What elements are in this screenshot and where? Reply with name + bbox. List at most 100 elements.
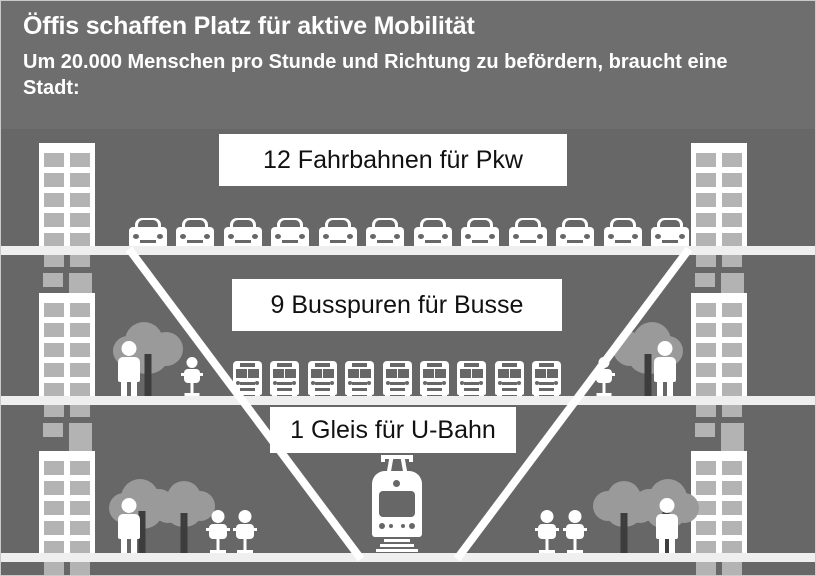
car-front-icon [413,215,452,247]
car-grille [614,240,631,243]
bus-grille [426,382,442,385]
car-headlight [394,234,401,239]
bus-window [310,369,322,378]
car-headlight [512,234,519,239]
building-window [70,403,90,417]
building-icon [39,451,95,575]
cyclist-icon [181,357,203,396]
car-windshield [375,220,396,230]
building-window [44,343,64,357]
building-window [722,461,742,475]
building-window [696,233,716,247]
building-icon [691,451,747,575]
building-window [722,363,742,377]
car-headlight [251,234,258,239]
bus-wheel [367,394,373,397]
building-window [694,273,715,287]
car-grille [472,240,489,243]
building-window [44,521,64,535]
building-window [722,323,742,337]
building-window [694,423,715,437]
car-windshield [612,220,633,230]
car-grille [567,240,584,243]
car-headlight [560,234,567,239]
car-headlight [275,234,282,239]
cyclist-arm [563,528,587,531]
car-body [318,227,357,247]
car-grille [140,240,156,243]
pedestrian-torso [118,357,140,382]
building-window [70,193,90,207]
bus-grille [277,382,293,385]
building-window [44,233,64,247]
bus-headlight [255,381,259,385]
tree-trunk [644,354,652,396]
pedestrian-leg [121,537,127,553]
bus-bumper [501,388,517,391]
header-band: Öffis schaffen Platz für aktive Mobilitä… [1,1,815,129]
car-headlight [654,234,661,239]
tram-headlight [379,523,385,529]
bus-roof-sign [314,363,330,367]
car-windshield [565,220,586,230]
building-window [70,561,90,575]
tram-headlight [409,523,415,529]
label-tier3: 1 Gleis für U-Bahn [270,407,516,453]
building-window [722,561,742,575]
car-windshield [138,220,158,230]
cyclist-icon [233,510,257,553]
bus-bumper [352,388,368,391]
pedestrian-leg [667,380,673,396]
car-windshield [470,220,491,230]
pedestrian-icon [653,341,677,396]
bus-window [547,369,558,378]
bus-roof-sign [352,363,368,367]
building-window [44,561,64,575]
building-window [722,343,742,357]
bus-headlight [385,381,390,385]
building-window [696,481,716,495]
car-grille [519,240,536,243]
pedestrian-leg [657,380,663,396]
car-headlight [370,234,377,239]
building-window [70,303,90,317]
cyclist-torso [236,524,254,539]
building-window [696,193,716,207]
bus-roof-sign [501,363,517,367]
car-body [271,227,310,247]
car-headlight [678,234,685,239]
bus-wheel [441,394,447,397]
bus-window [360,369,372,378]
cyclist-arm [233,528,257,531]
car-headlight [465,234,472,239]
car-front-icon [318,215,357,247]
building-window [44,323,64,337]
pedestrian-leg [121,380,127,396]
building-window [696,501,716,515]
building-window [722,521,742,535]
car-headlight [227,234,234,239]
tram-front-icon [368,455,426,557]
bus-roof-sign [464,363,480,367]
tree-trunk [620,513,628,553]
tram-windshield [379,491,415,517]
bus-bumper [314,388,330,391]
label-tier2-text: 9 Busspuren für Busse [270,290,524,319]
building-window [70,343,90,357]
bus-headlight [404,381,409,385]
cyclist-icon [593,357,615,396]
building-window [70,461,90,475]
building-window [696,403,716,417]
car-headlight [157,234,163,239]
cyclist-head [211,510,225,523]
car-headlight [584,234,591,239]
building-window [44,193,64,207]
building-window [696,521,716,535]
building-window [70,383,90,397]
road-surface-tier2 [1,396,815,405]
bus-front-icon [419,359,450,397]
bus-window [535,369,546,378]
cyclist-arm [593,373,615,376]
bus-headlight [422,381,427,385]
cyclist-torso [184,369,200,383]
